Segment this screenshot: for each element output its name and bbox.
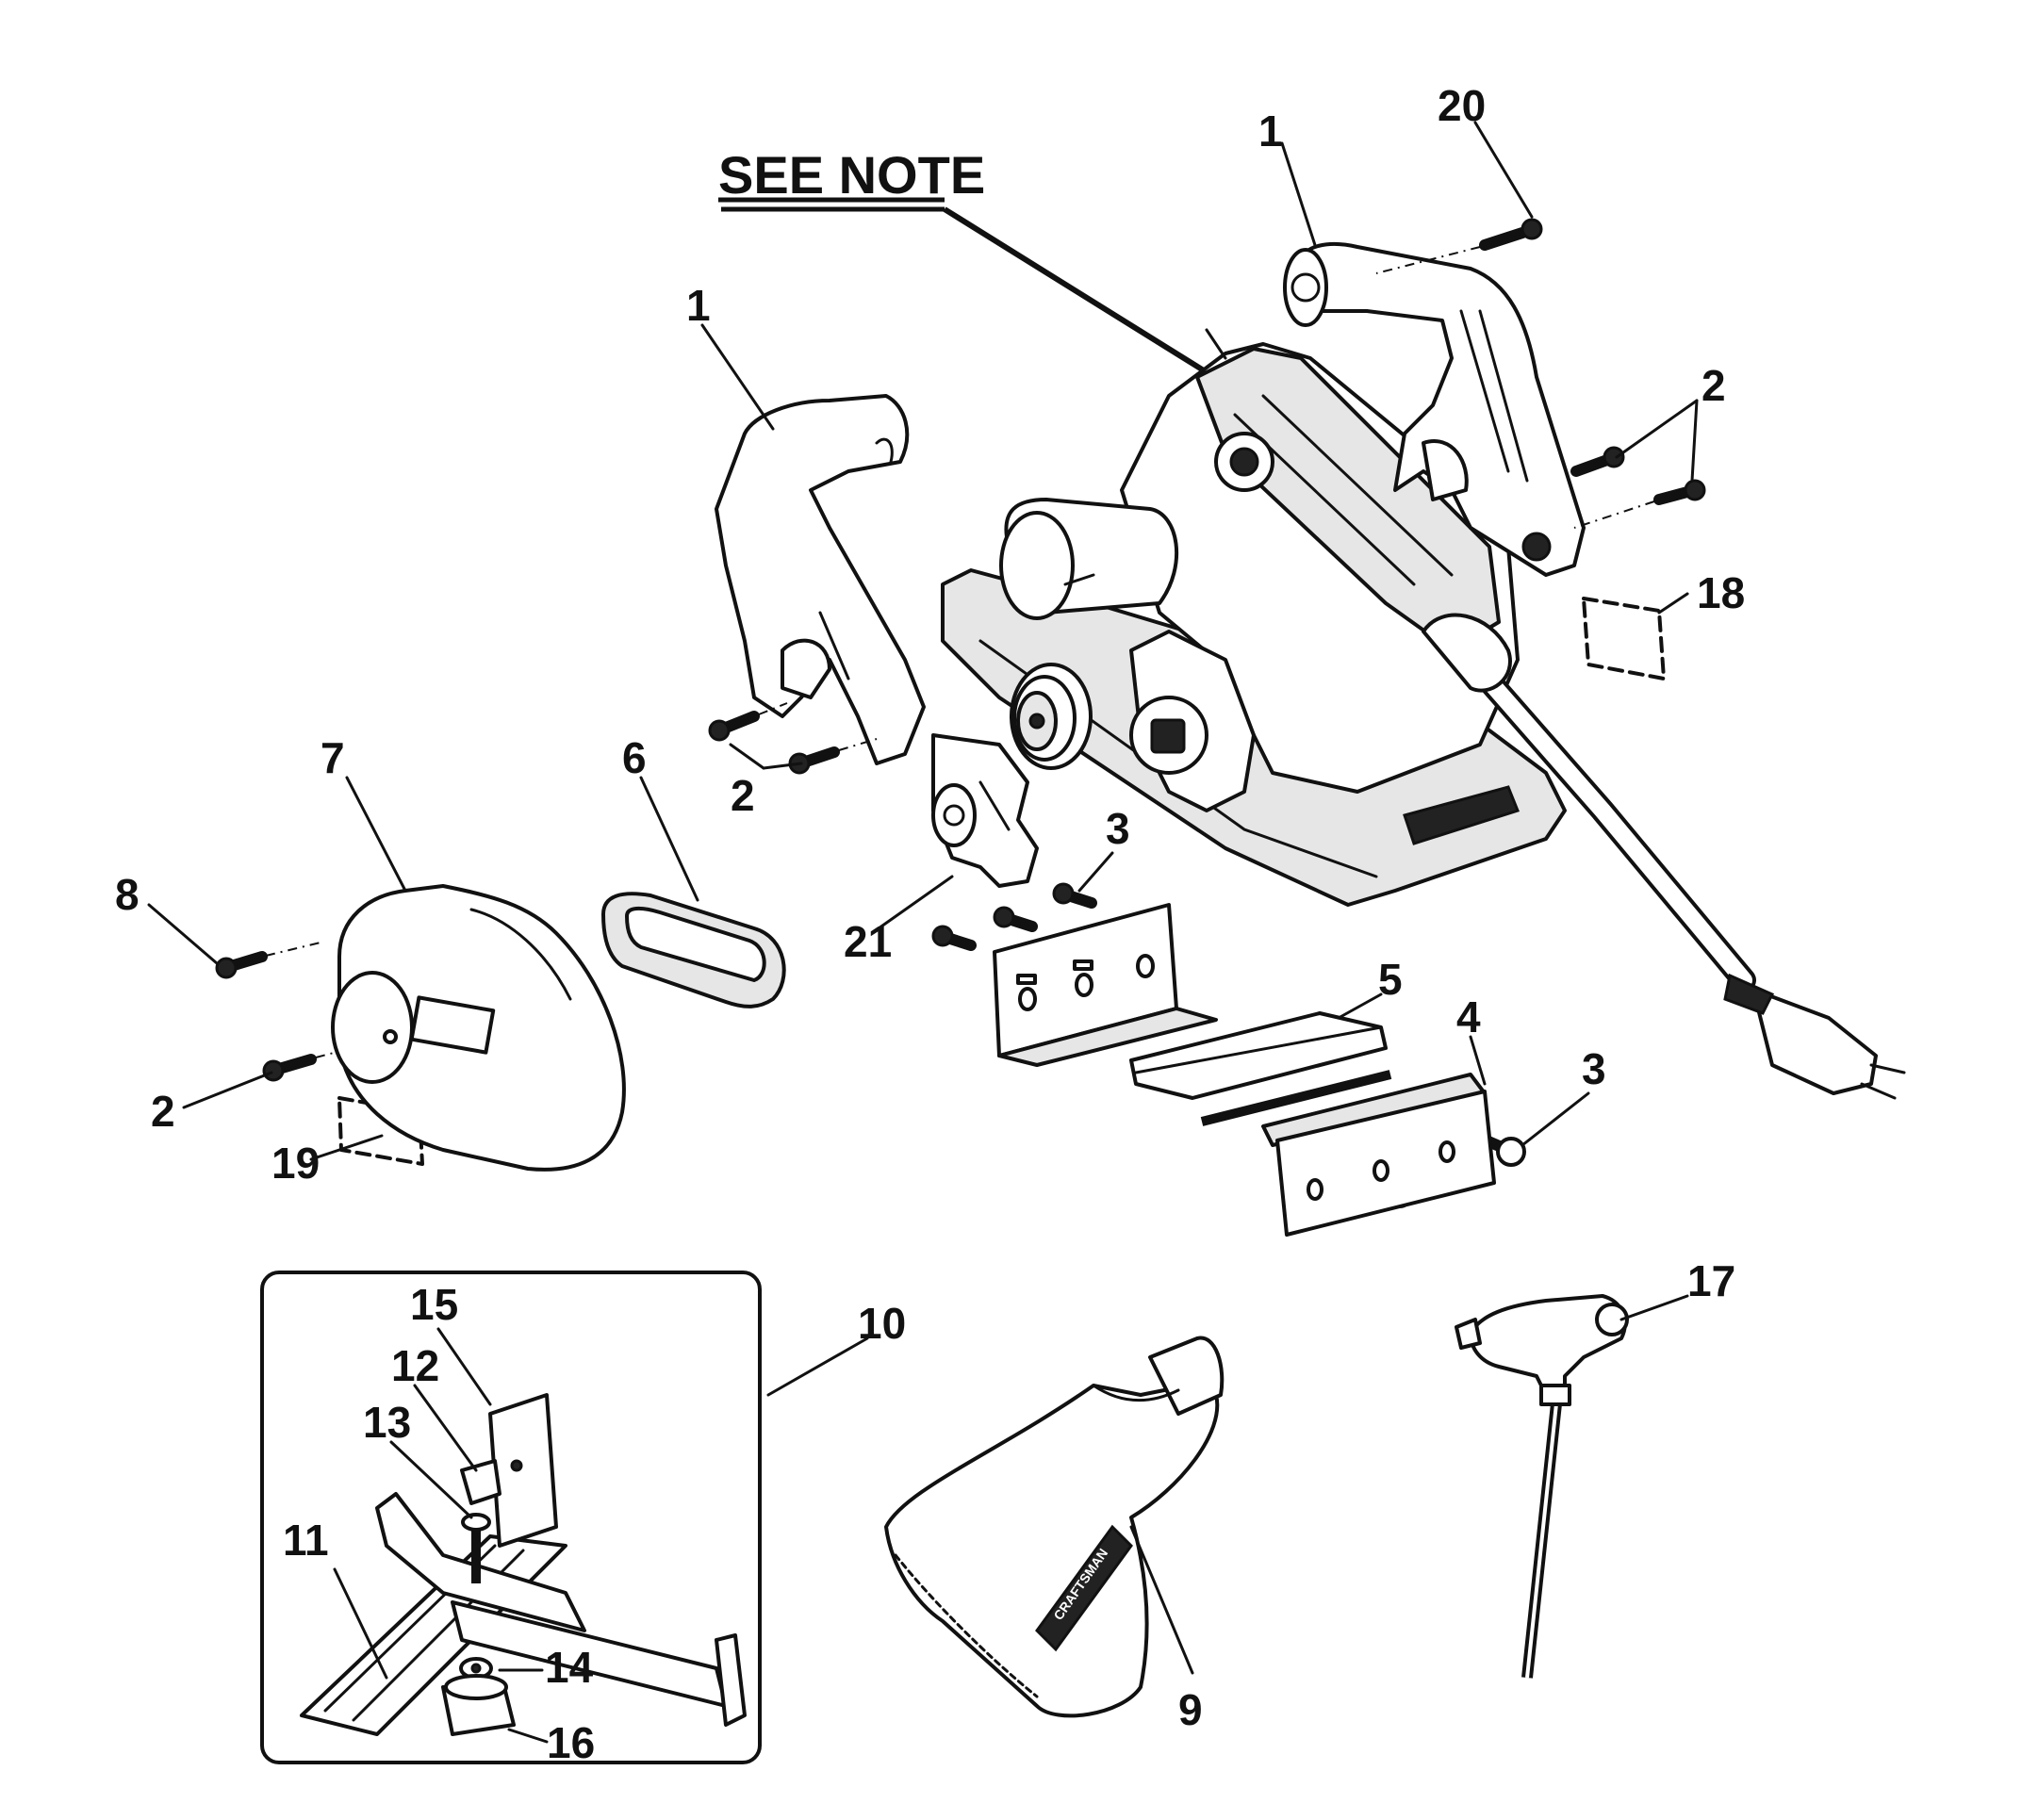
- rear-handle: [1283, 242, 1586, 577]
- cylinder-face: [999, 511, 1075, 620]
- see-note-label: SEE NOTE: [718, 145, 985, 205]
- front-handle-slot: [781, 638, 831, 699]
- callout-1-front-handle: 1: [686, 281, 711, 330]
- callout-2-front-handle: 2: [731, 771, 755, 820]
- callout-4: 4: [1456, 992, 1481, 1041]
- callout-17: 17: [1687, 1256, 1735, 1305]
- screw-2-left-a: [708, 702, 788, 742]
- cover-label-area: [409, 995, 496, 1055]
- leader-lines: [147, 121, 1699, 1744]
- blade-holder-upper: [993, 903, 1218, 1067]
- screws-3-upper: [931, 882, 1097, 951]
- callout-13: 13: [363, 1398, 411, 1447]
- dust-bag-brand-strip: [1035, 1524, 1133, 1652]
- top-handle-body: [1195, 347, 1501, 652]
- callout-15: 15: [410, 1280, 458, 1329]
- base-slot: [1403, 785, 1520, 845]
- callout-14: 14: [545, 1643, 594, 1692]
- screw-8: [215, 942, 321, 979]
- callout-11: 11: [283, 1516, 329, 1565]
- front-handle: [715, 394, 926, 765]
- fence-kit-box: [260, 1271, 762, 1764]
- callout-3-lower: 3: [1582, 1044, 1606, 1093]
- chip-deflector-21: [931, 733, 1039, 888]
- see-note-callout: SEE NOTE: [718, 145, 1208, 375]
- fence-frame: [375, 1492, 586, 1632]
- drive-pulley: [1010, 663, 1093, 770]
- callout-18: 18: [1697, 568, 1745, 617]
- dust-bag: CRAFTSMAN: [884, 1336, 1225, 1718]
- callout-19: 19: [271, 1139, 320, 1188]
- callout-2-right: 2: [1701, 361, 1726, 410]
- callout-2-cover: 2: [151, 1087, 175, 1136]
- planer-body: [941, 342, 1906, 1100]
- callout-10: 10: [858, 1299, 906, 1348]
- cord-strain-relief: [1422, 613, 1512, 693]
- dust-bag-nozzle: [1148, 1336, 1225, 1416]
- callout-16: 16: [547, 1718, 595, 1767]
- bolt-13: [461, 1513, 491, 1532]
- wing-screw-12: [460, 1459, 501, 1505]
- callout-21: 21: [844, 917, 892, 966]
- drive-belt: [601, 892, 786, 1008]
- hex-wrench-17: [1455, 1294, 1629, 1679]
- power-plug: [1723, 973, 1906, 1100]
- fence-upright-15: [488, 1393, 558, 1548]
- callout-6: 6: [622, 733, 647, 782]
- callout-8: 8: [115, 870, 140, 919]
- screw-2-right-b: [1573, 479, 1706, 529]
- handle-switch-slot: [1422, 439, 1469, 501]
- callout-12: 12: [391, 1341, 439, 1390]
- callout-3-upper: 3: [1106, 804, 1130, 853]
- callout-numbers: 1 20 2 18 1 2 7 6 8 3 21 5 4 3 2 19 15 1…: [115, 81, 1745, 1767]
- screw-20: [1375, 218, 1543, 274]
- planer-blade-5: [1129, 1011, 1388, 1100]
- blade-holder-lower-4: [1200, 1070, 1496, 1237]
- cover-opening: [331, 971, 414, 1084]
- callout-1-rear-handle: 1: [1258, 107, 1283, 156]
- handle-end-cap: [1283, 248, 1328, 327]
- callout-7: 7: [321, 733, 345, 782]
- see-note-leader: [943, 206, 1208, 375]
- label-18: [1582, 597, 1666, 680]
- callout-20: 20: [1438, 81, 1486, 130]
- callout-5: 5: [1378, 955, 1403, 1004]
- callout-9: 9: [1178, 1685, 1203, 1734]
- screw-2-left-b: [788, 738, 878, 775]
- screw-2-right-a: [1570, 446, 1625, 477]
